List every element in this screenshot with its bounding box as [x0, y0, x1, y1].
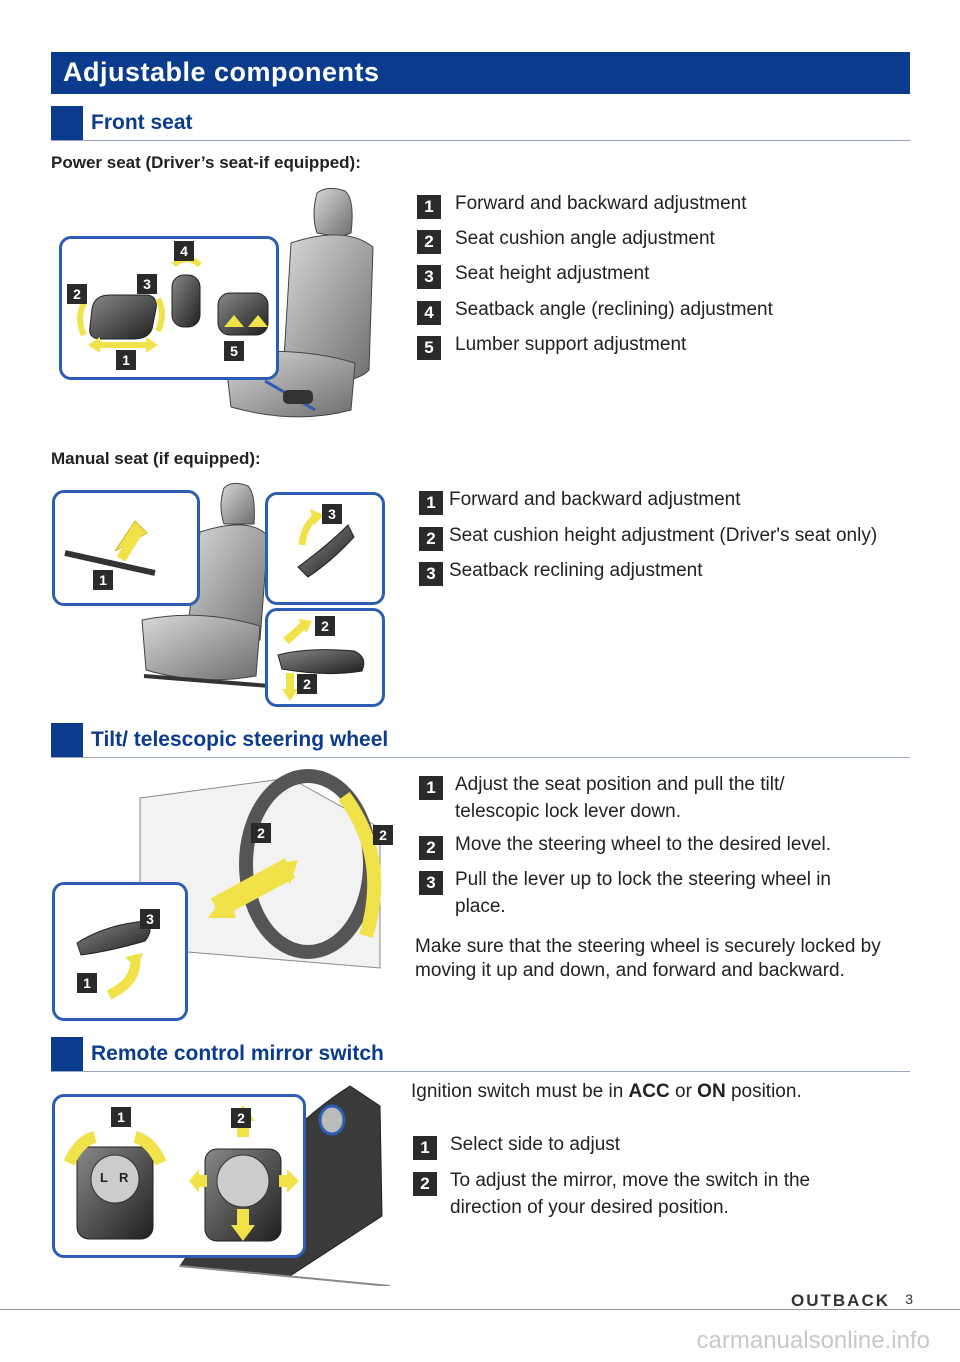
- list-item: Move the steering wheel to the desired l…: [455, 834, 831, 855]
- figure-tag: 1: [77, 973, 97, 993]
- intro-text: position.: [725, 1081, 802, 1102]
- step-badge: 3: [417, 265, 441, 289]
- figure-tag: 1: [116, 350, 136, 370]
- manual-seat-illustration: [141, 482, 271, 688]
- figure-tag: 2: [67, 284, 87, 304]
- manual-lever-illustration: [64, 520, 156, 576]
- step-badge: 2: [419, 836, 443, 860]
- section-marker: [51, 1037, 83, 1071]
- manual-seat-heading: Manual seat (if equipped):: [51, 449, 261, 468]
- figure-tag: 1: [93, 570, 113, 590]
- figure-tag: 5: [224, 341, 244, 361]
- figure-tag: 3: [322, 504, 342, 524]
- section-header-front-seat: Front seat: [51, 106, 910, 141]
- mirror-intro: Ignition switch must be in ACC or ON pos…: [411, 1080, 802, 1104]
- figure-tag: 2: [315, 616, 335, 636]
- list-item: Seat cushion angle adjustment: [455, 228, 715, 249]
- figure-tag: 2: [297, 674, 317, 694]
- section-header-steering: Tilt/ telescopic steering wheel: [51, 723, 910, 758]
- figure-tag: 4: [174, 241, 194, 261]
- figure-tag: 2: [251, 823, 271, 843]
- steering-lever-illustration: [76, 920, 151, 1000]
- recline-lever-illustration: [297, 509, 355, 578]
- intro-on: ON: [697, 1081, 726, 1102]
- section-title: Tilt/ telescopic steering wheel: [91, 728, 389, 751]
- step-badge: 2: [413, 1172, 437, 1196]
- figure-tag: 3: [140, 909, 160, 929]
- list-item: Forward and backward adjustment: [455, 193, 747, 214]
- section-marker: [51, 106, 83, 140]
- list-item: Seat cushion height adjustment (Driver's…: [449, 525, 878, 546]
- mirror-switch-illustration: [63, 1105, 299, 1242]
- step-badge: 1: [417, 195, 441, 219]
- height-lever-illustration: [277, 619, 365, 701]
- step-badge: 2: [417, 230, 441, 254]
- power-seat-switch-illustration: [77, 256, 269, 353]
- figure-tag: 2: [373, 825, 393, 845]
- intro-text: Ignition switch must be in: [411, 1081, 629, 1102]
- step-badge: 1: [419, 491, 443, 515]
- list-item: Adjust the seat position and pull the ti…: [455, 774, 785, 822]
- knob-label-l: L: [100, 1170, 108, 1185]
- list-item: To adjust the mirror, move the switch in…: [450, 1170, 811, 1218]
- steering-note: Make sure that the steering wheel is sec…: [415, 936, 881, 981]
- knob-label-r: R: [119, 1170, 129, 1185]
- list-item: Seatback angle (reclining) adjustment: [455, 299, 773, 320]
- page-banner: Adjustable components: [51, 52, 910, 94]
- list-item: Pull the lever up to lock the steering w…: [455, 869, 831, 917]
- section-marker: [51, 723, 83, 757]
- brand-logo: OUTBACK: [791, 1291, 890, 1310]
- list-item: Forward and backward adjustment: [449, 489, 741, 510]
- page-number: 3: [905, 1291, 913, 1307]
- list-item: Lumber support adjustment: [455, 334, 687, 355]
- steering-wheel-illustration: [139, 769, 382, 969]
- step-badge: 1: [413, 1136, 437, 1160]
- section-title: Front seat: [91, 111, 193, 134]
- page-title: Adjustable components: [63, 57, 380, 87]
- step-badge: 4: [417, 301, 441, 325]
- step-badge: 1: [419, 776, 443, 800]
- step-badge: 3: [419, 562, 443, 586]
- list-item: Seatback reclining adjustment: [449, 560, 703, 581]
- watermark: carmanualsonline.info: [696, 1327, 930, 1354]
- figure-tag: 3: [137, 274, 157, 294]
- intro-text: or: [669, 1081, 698, 1102]
- list-item: Seat height adjustment: [455, 263, 650, 284]
- step-badge: 5: [417, 336, 441, 360]
- step-badge: 3: [419, 871, 443, 895]
- section-title: Remote control mirror switch: [91, 1042, 384, 1065]
- footer-divider: [0, 1309, 960, 1310]
- power-seat-heading: Power seat (Driver’s seat-if equipped):: [51, 153, 361, 172]
- list-item: Select side to adjust: [450, 1134, 621, 1155]
- figure-tag: 1: [111, 1107, 131, 1127]
- step-badge: 2: [419, 527, 443, 551]
- figure-tag: 2: [231, 1108, 251, 1128]
- steering-lever-callout: [52, 882, 188, 1021]
- intro-acc: ACC: [628, 1081, 670, 1102]
- section-header-mirror: Remote control mirror switch: [51, 1037, 910, 1072]
